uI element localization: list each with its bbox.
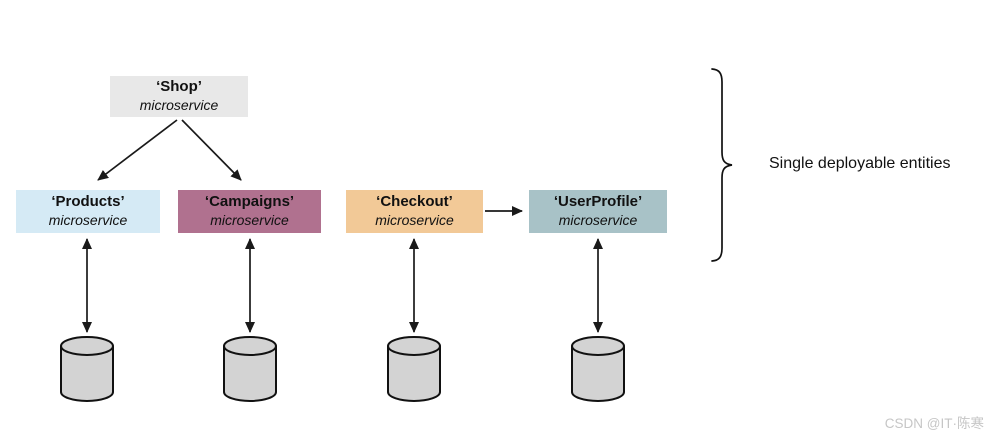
node-shop-subtitle: microservice [139,97,219,114]
node-products: ‘Products’ microservice [16,190,160,233]
node-checkout-title: ‘Checkout’ [376,193,453,211]
arrow-shop-to-campaigns [181,119,242,181]
annotation-single-deployable: Single deployable entities [769,155,951,172]
node-campaigns-title: ‘Campaigns’ [204,193,295,211]
database-icon [223,336,277,402]
node-userprofile: ‘UserProfile’ microservice [529,190,667,233]
node-products-title: ‘Products’ [51,193,125,211]
database-icon [387,336,441,402]
curly-brace-icon [711,68,733,262]
node-userprofile-title: ‘UserProfile’ [553,193,643,211]
node-campaigns: ‘Campaigns’ microservice [178,190,321,233]
node-userprofile-subtitle: microservice [558,212,638,229]
node-checkout: ‘Checkout’ microservice [346,190,483,233]
watermark: CSDN @IT·陈寒 [884,416,984,431]
node-checkout-subtitle: microservice [375,212,454,229]
database-icon [571,336,625,402]
node-products-subtitle: microservice [48,212,128,229]
node-campaigns-subtitle: microservice [210,212,289,229]
arrow-shop-to-products [97,119,178,181]
database-icon [60,336,114,402]
node-shop: ‘Shop’ microservice [110,76,248,117]
node-shop-title: ‘Shop’ [156,78,202,96]
